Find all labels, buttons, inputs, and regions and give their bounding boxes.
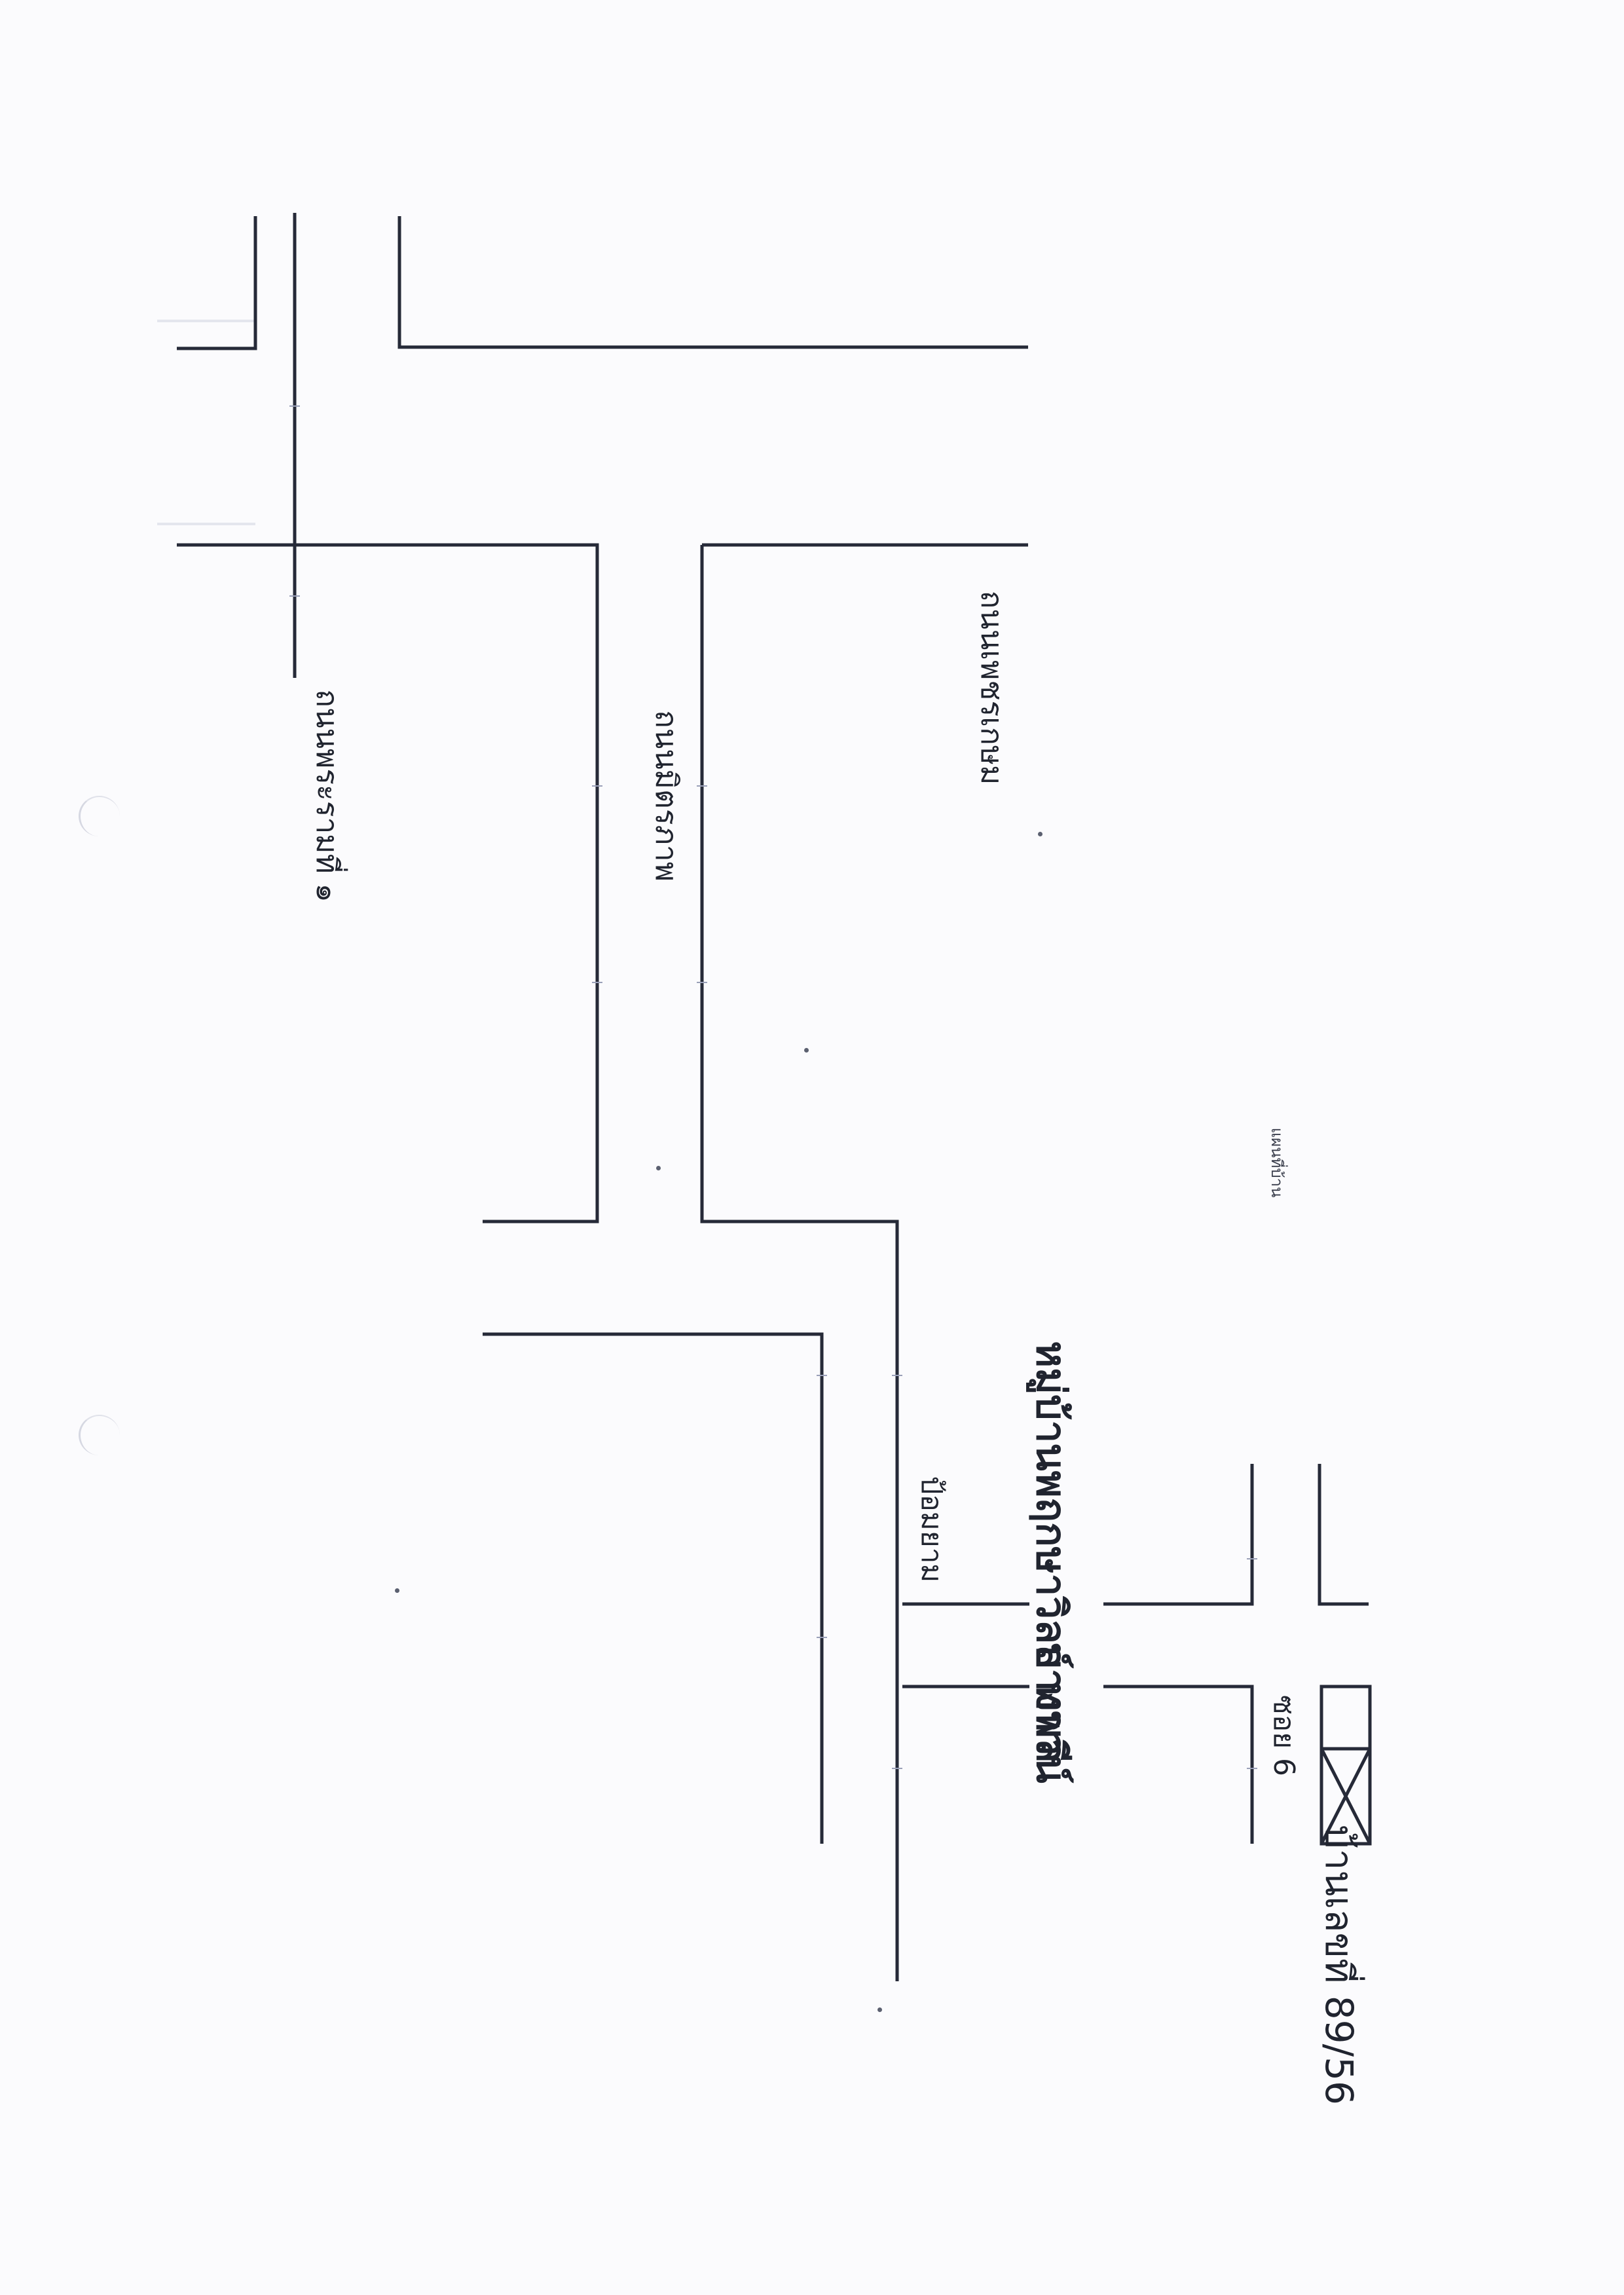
road-top-left-edge: [177, 216, 257, 350]
scan-speck: [656, 1166, 661, 1170]
location-tambon-label: บางพลี: [1027, 1643, 1075, 1763]
crossed-box-icon: [1320, 1685, 1372, 1846]
road-label-left: ถนนพระรามที่ ๑: [310, 689, 345, 903]
scan-speck: [1038, 832, 1043, 836]
road-top-right-edge: [397, 216, 1028, 349]
scan-speck: [804, 1048, 809, 1053]
scan-speck: [395, 1588, 399, 1593]
soi-label: ซอย 6: [1267, 1694, 1301, 1777]
guard-post-label: ป้อมยาม: [915, 1476, 948, 1583]
house-number-label: บ้านเลขที่ 89/56: [1317, 1825, 1361, 2105]
road-label-right: ถนนเพชรเกษม: [974, 590, 1010, 785]
road-lower-left-edge: [483, 1332, 824, 1844]
road-label-middle: ถนนมิตรภาพ: [649, 709, 684, 882]
map-caption: แผนที่บ้าน: [1268, 1127, 1286, 1198]
scan-speck: [877, 2007, 882, 2012]
punch-hole-mark: [79, 796, 120, 836]
road-main-right-vertical: [700, 545, 899, 1981]
scan-ticks: [289, 405, 1257, 1769]
road-soi-bottom-edge: [1103, 1685, 1254, 1844]
road-soi-top-edge: [1103, 1464, 1254, 1606]
road-main-left-edge: [177, 543, 599, 1223]
punch-hole-mark: [79, 1415, 120, 1455]
road-soi-far-edge: [1318, 1464, 1369, 1606]
